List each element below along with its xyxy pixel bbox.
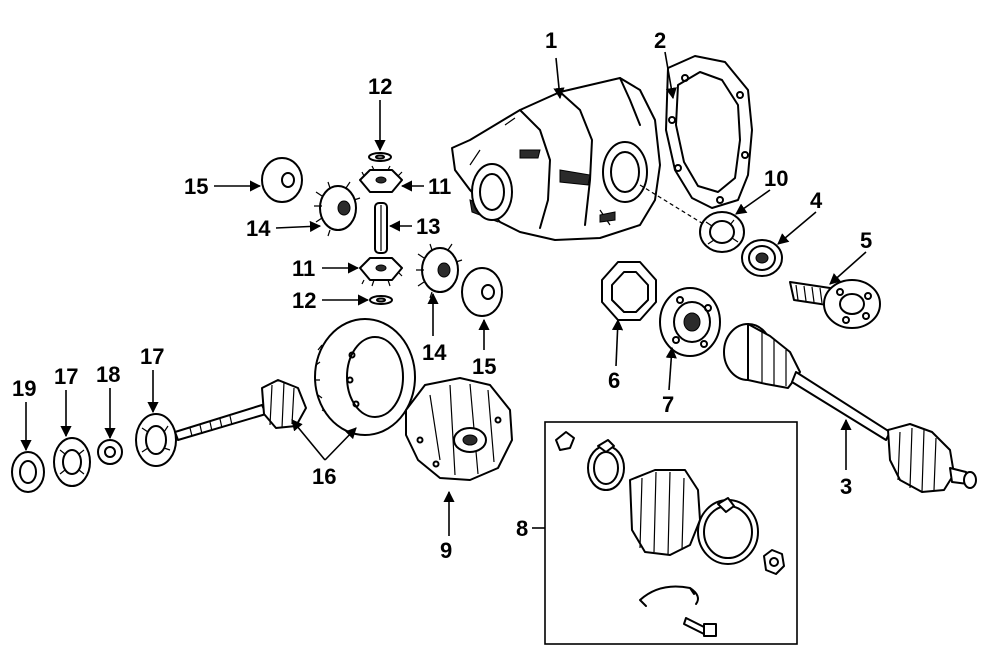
thrust-washer-upper[interactable]: [261, 157, 303, 203]
pinion-seal[interactable]: [11, 451, 45, 493]
output-flange[interactable]: [789, 279, 881, 329]
flange-plate[interactable]: [601, 261, 657, 321]
callout-17-right: 17: [140, 344, 164, 369]
pinion-washer-upper[interactable]: [368, 152, 392, 162]
callout-15-lower: 15: [472, 354, 496, 379]
pinion-gear-lower[interactable]: [359, 257, 403, 287]
callout-16: 16: [312, 464, 336, 489]
flex-disc[interactable]: [659, 287, 721, 357]
callout-6: 6: [608, 368, 620, 393]
callout-14-upper: 14: [246, 216, 271, 241]
callout-9: 9: [440, 538, 452, 563]
crush-sleeve[interactable]: [97, 439, 123, 465]
thrust-washer-lower[interactable]: [461, 267, 503, 317]
callout-14-lower: 14: [422, 340, 447, 365]
callout-11-upper: 11: [428, 174, 451, 199]
axle-seal[interactable]: [741, 239, 783, 277]
differential-case[interactable]: [405, 377, 513, 481]
callout-4: 4: [810, 188, 823, 213]
callout-12-upper: 12: [368, 74, 392, 99]
pinion-gear-upper[interactable]: [359, 165, 403, 193]
ring-and-pinion-gear[interactable]: [174, 318, 416, 441]
boot-kit-box: [544, 421, 798, 645]
callout-8: 8: [516, 516, 528, 541]
callout-1: 1: [545, 28, 557, 53]
callout-2: 2: [654, 28, 666, 53]
callout-15-upper: 15: [184, 174, 208, 199]
callout-18: 18: [96, 362, 120, 387]
callout-3: 3: [840, 474, 852, 499]
callout-7: 7: [662, 392, 674, 417]
side-gear-upper[interactable]: [314, 181, 361, 237]
cover-gasket[interactable]: [665, 55, 753, 209]
side-bearing[interactable]: [699, 211, 745, 253]
pinion-washer-lower[interactable]: [369, 295, 393, 305]
callout-10: 10: [764, 166, 788, 191]
callout-12-lower: 12: [292, 288, 316, 313]
pinion-bearing-inner[interactable]: [135, 413, 177, 467]
callout-17-left: 17: [54, 364, 78, 389]
differential-housing[interactable]: [451, 77, 661, 241]
axle-shaft[interactable]: [723, 323, 977, 493]
pinion-bearing-outer[interactable]: [53, 437, 91, 487]
leader-lines: [20, 51, 867, 536]
side-gear-lower[interactable]: [416, 243, 463, 299]
callout-11-lower: 11: [292, 256, 315, 281]
cross-pin[interactable]: [374, 202, 388, 254]
callout-19: 19: [12, 376, 36, 401]
callout-13: 13: [416, 214, 440, 239]
boot-kit-parts[interactable]: [555, 431, 785, 637]
callout-5: 5: [860, 228, 872, 253]
